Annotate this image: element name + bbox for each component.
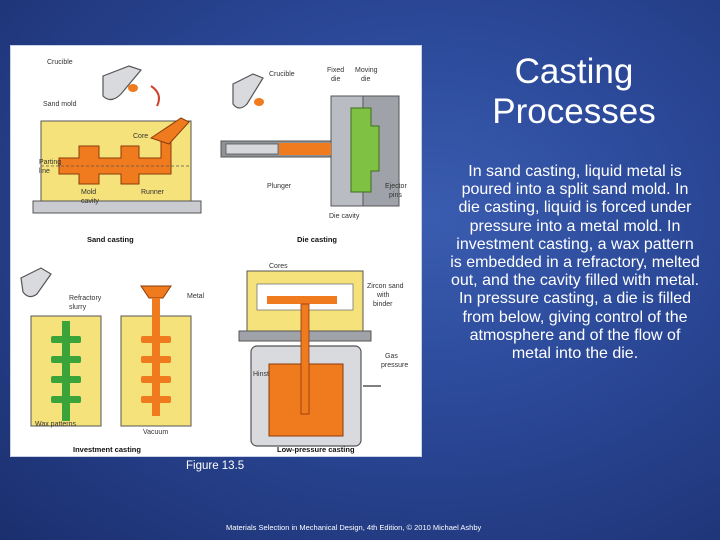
die-pour xyxy=(254,98,264,106)
footer-credit: Materials Selection in Mechanical Design… xyxy=(226,523,482,532)
label-ejector-2: pins xyxy=(389,192,402,199)
label-parting-2: line xyxy=(39,168,50,175)
label-ejector-1: Ejector xyxy=(385,183,407,190)
metal-pattern-1 xyxy=(141,336,171,343)
die-crucible-shape xyxy=(232,73,264,109)
label-crucible: Crucible xyxy=(47,59,73,66)
wax-pattern-3 xyxy=(51,376,81,383)
caption-low-pressure: Low-pressure casting xyxy=(277,445,355,454)
label-plunger: Plunger xyxy=(267,183,292,190)
figure-caption: Figure 13.5 xyxy=(186,460,245,472)
label-metal: Metal xyxy=(187,293,205,300)
label-mold-cavity-2: cavity xyxy=(81,198,99,205)
casting-diagram: Crucible Sand mold Core Parting line Mol… xyxy=(20,59,408,454)
metal-pattern-4 xyxy=(141,396,171,403)
pour-stream xyxy=(128,84,138,92)
label-zircon-2: with xyxy=(376,292,390,299)
label-vacuum: Vacuum xyxy=(143,429,168,436)
sand-base xyxy=(32,200,202,214)
caption-die: Die casting xyxy=(297,235,337,244)
label-die-crucible: Crucible xyxy=(269,71,295,78)
investment-crucible xyxy=(20,267,52,298)
investment-casting-panel: Refractory slurry Metal Wax patterns Vac… xyxy=(20,267,205,454)
slide-title: Casting Processes xyxy=(492,52,656,131)
label-sand-mold: Sand mold xyxy=(43,101,77,108)
slide-body-text: In sand casting, liquid metal is poured … xyxy=(450,163,700,363)
wax-pattern-1 xyxy=(51,336,81,343)
wax-pattern-4 xyxy=(51,396,81,403)
label-cores: Cores xyxy=(269,263,288,270)
pour-arrow xyxy=(150,85,160,107)
low-pressure-casting-panel: Cores Zircon sand with binder Hinst Gas … xyxy=(238,263,408,454)
label-core: Core xyxy=(133,133,148,140)
wax-sprue xyxy=(62,321,70,421)
wax-pattern-2 xyxy=(51,356,81,363)
label-parting-1: Parting xyxy=(39,159,61,166)
label-gas-1: Gas xyxy=(385,353,398,360)
metal-pattern-2 xyxy=(141,356,171,363)
label-wax-patterns: Wax patterns xyxy=(35,421,76,428)
casting-diagram-figure: Crucible Sand mold Core Parting line Mol… xyxy=(10,45,422,457)
caption-investment: Investment casting xyxy=(73,445,141,454)
die-casting-panel: Crucible Fixed die Moving die Ejector pi… xyxy=(220,67,407,244)
label-runner: Runner xyxy=(141,189,165,196)
die-metal xyxy=(279,143,331,155)
label-moving-2: die xyxy=(361,76,370,83)
metal-pattern-3 xyxy=(141,376,171,383)
plunger xyxy=(225,143,279,155)
sand-runner xyxy=(149,117,190,145)
lp-casting xyxy=(267,296,337,304)
label-refractory-2: slurry xyxy=(69,304,87,311)
label-fixed-1: Fixed xyxy=(327,67,344,74)
label-zircon-3: binder xyxy=(373,301,393,308)
metal-funnel xyxy=(140,285,172,299)
label-refractory-1: Refractory xyxy=(69,295,102,302)
label-gas-2: pressure xyxy=(381,362,408,369)
label-zircon-1: Zircon sand xyxy=(367,283,404,290)
label-fixed-2: die xyxy=(331,76,340,83)
crucible-shape xyxy=(102,65,143,101)
label-hinst: Hinst xyxy=(253,371,269,378)
die-cavity-shape xyxy=(350,107,380,193)
label-mold-cavity-1: Mold xyxy=(81,189,96,196)
caption-sand: Sand casting xyxy=(87,235,134,244)
lp-fill-tube xyxy=(300,303,310,415)
label-moving-1: Moving xyxy=(355,67,378,74)
label-die-cavity: Die cavity xyxy=(329,213,360,220)
sand-casting-panel: Crucible Sand mold Core Parting line Mol… xyxy=(32,59,202,244)
